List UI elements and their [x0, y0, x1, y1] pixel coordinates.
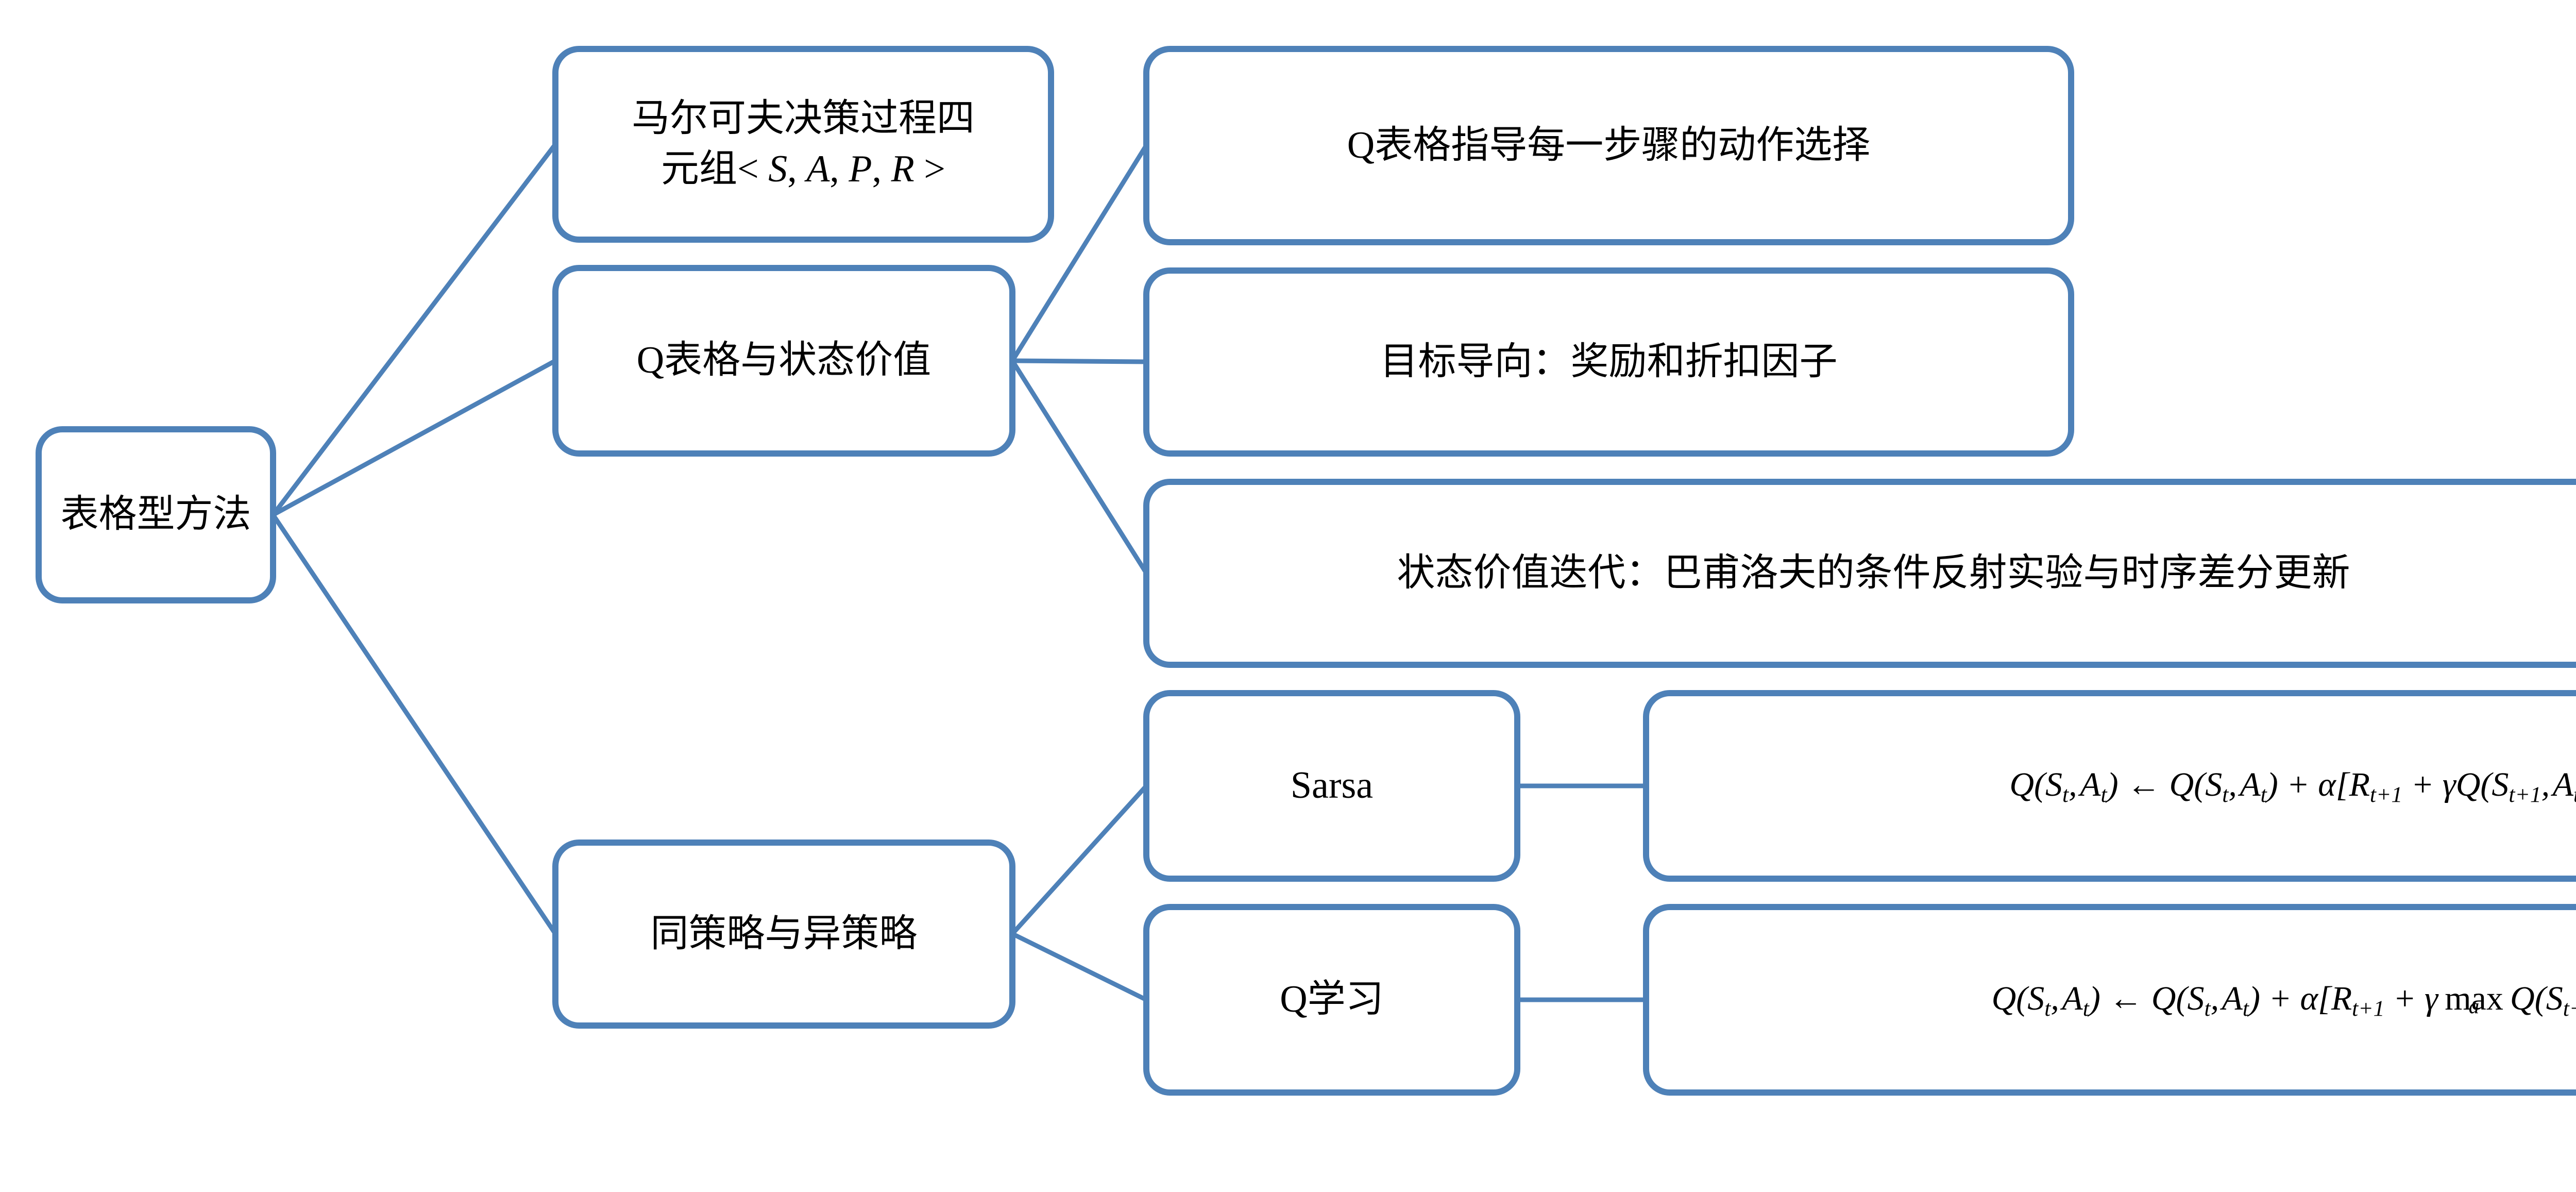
node-label-sarsa-formula: Q(St, At) ← Q(St, At) + α[Rt+1 + γQ(St+1…: [1646, 693, 2576, 879]
connector-group: [271, 143, 1646, 1002]
node-label-leaf-goal: 目标导向：奖励和折扣因子: [1380, 340, 1838, 383]
node-box-qtable[interactable]: [552, 265, 1015, 457]
mdp-line-2: 元组< S, A, P, R >: [660, 148, 946, 190]
edge-policy-to-qlearning: [1011, 931, 1147, 1002]
node-label-qtable: Q表格与状态价值: [636, 339, 931, 382]
edge-qtable-to-action: [1010, 144, 1148, 362]
node-box-sarsa-formula[interactable]: [1643, 690, 2576, 882]
node-box-mdp[interactable]: [552, 46, 1054, 243]
node-box-leaf-action[interactable]: [1143, 46, 2074, 245]
node-label-leaf-value: 状态价值迭代：巴甫洛夫的条件反射实验与时序差分更新: [1397, 551, 2350, 594]
node-label-policy: 同策略与异策略: [650, 912, 918, 955]
mdp-line-1: 马尔可夫决策过程四: [632, 97, 975, 140]
node-label-mdp: 马尔可夫决策过程四 元组< S, A, P, R >: [555, 49, 1051, 240]
edge-root-to-qtable: [272, 359, 557, 517]
node-box-sarsa[interactable]: [1143, 690, 1520, 882]
node-label-sarsa: Sarsa: [1290, 764, 1374, 807]
node-box-leaf-value[interactable]: [1143, 479, 2576, 668]
sarsa-formula-math: Q(St, At) ← Q(St, At) + α[Rt+1 + γQ(St+1…: [2009, 765, 2576, 807]
edge-root-to-mdp: [271, 143, 557, 516]
node-label-leaf-action: Q表格指导每一步骤的动作选择: [1347, 124, 1871, 166]
node-label-qlearning: Q学习: [1280, 978, 1384, 1021]
node-box-policy[interactable]: [552, 840, 1015, 1029]
node-box-qlearning-formula[interactable]: [1643, 904, 2576, 1096]
node-box-qlearning[interactable]: [1143, 904, 1520, 1096]
node-box-root[interactable]: [36, 426, 276, 603]
edge-policy-to-sarsa: [1010, 784, 1148, 936]
edge-qtable-to-value: [1010, 359, 1148, 575]
node-box-leaf-goal[interactable]: [1143, 267, 2074, 457]
edge-qtable-to-goal: [1012, 358, 1147, 364]
node-label-root: 表格型方法: [60, 493, 251, 536]
node-box-group: [36, 46, 2576, 1096]
edge-root-to-policy: [271, 513, 557, 935]
